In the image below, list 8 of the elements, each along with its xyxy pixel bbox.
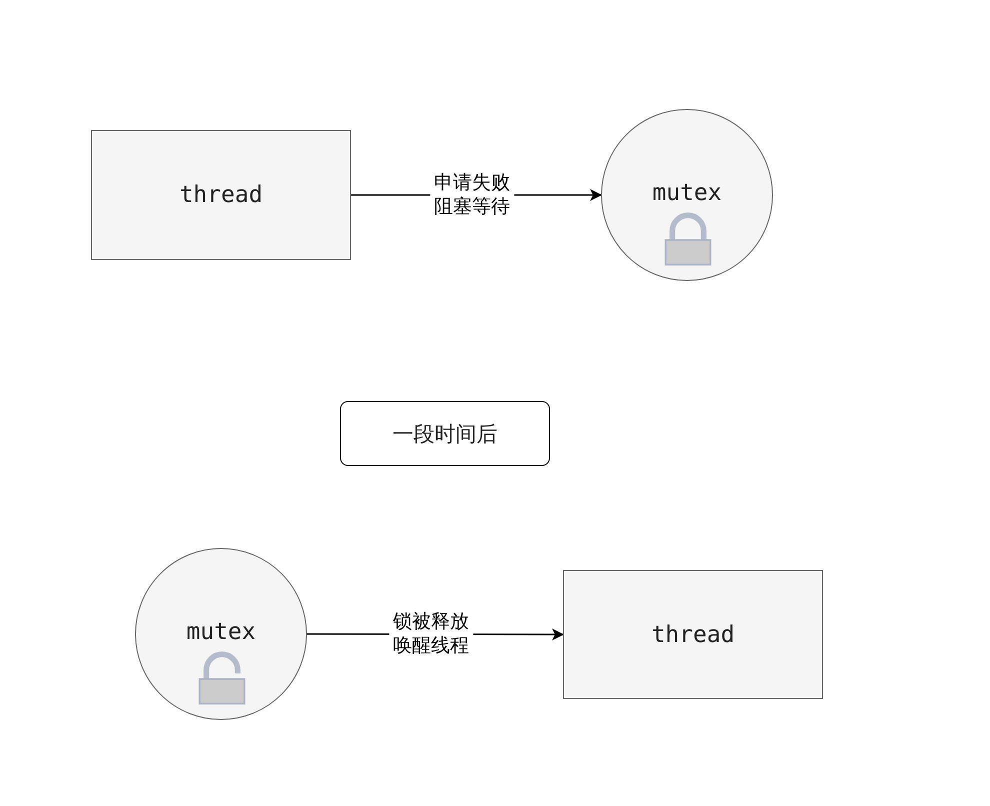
thread-box (563, 570, 823, 699)
node-label: thread (179, 182, 263, 208)
node-label: thread (651, 622, 735, 648)
node-label: mutex (652, 180, 722, 206)
note-box (340, 401, 550, 466)
node-label: 一段时间后 (392, 420, 498, 448)
node-label: mutex (186, 619, 256, 645)
thread-box (91, 130, 351, 260)
